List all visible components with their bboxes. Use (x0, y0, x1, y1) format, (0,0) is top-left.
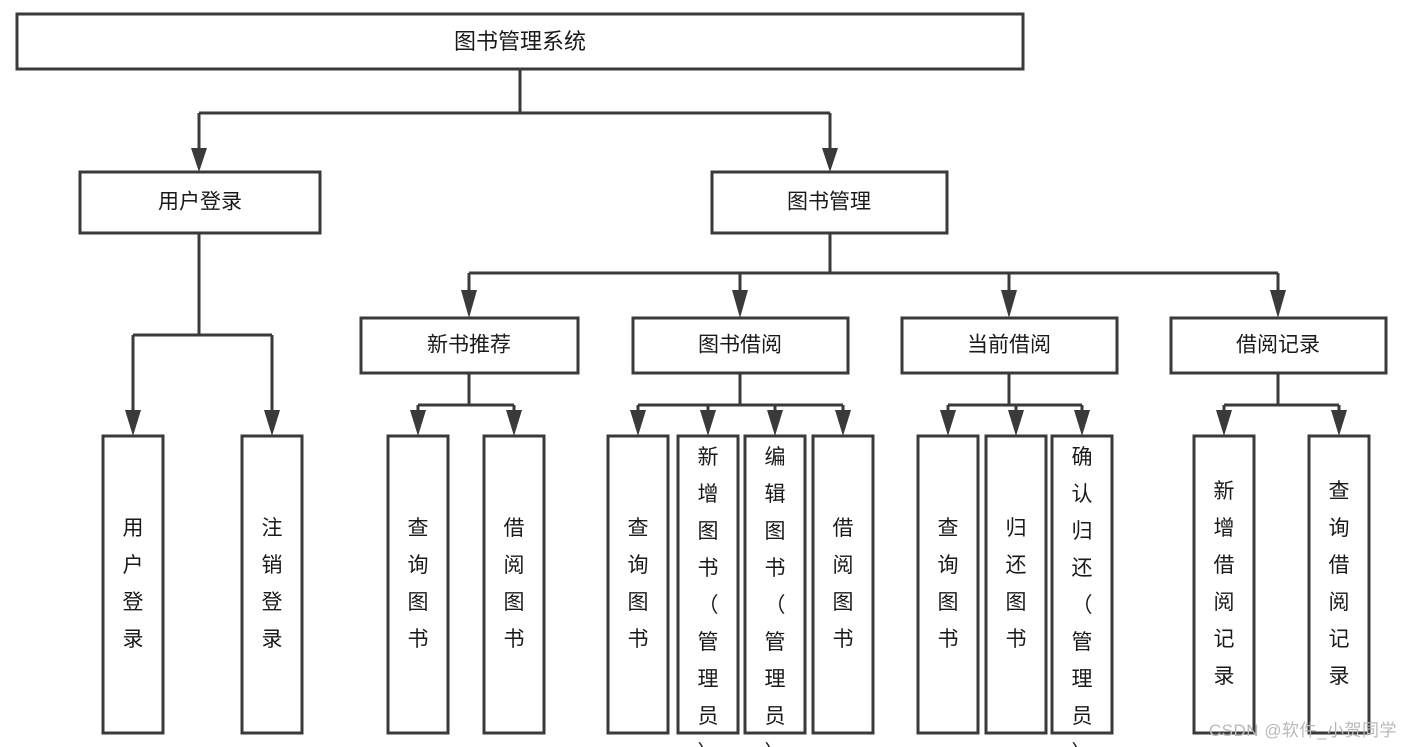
leaf-node-label: 借阅图书 (504, 517, 525, 651)
leaf-node-label: 编辑图书（管理员） (765, 446, 786, 747)
node-borrow-record-box (1169, 316, 1388, 375)
leaf-node-user-login-2[interactable]: 注销登录 (240, 434, 304, 735)
leaf-node-new-book-recommend-2[interactable]: 借阅图书 (482, 434, 546, 735)
leaf-node-label: 查询借阅记录 (1329, 480, 1350, 688)
arrow-head-new-book-leaf-1 (410, 410, 426, 436)
arrow-head-book-borrow-leaf-3 (767, 410, 783, 436)
node-new-book-recommend[interactable]: 新书推荐 (359, 316, 580, 375)
leaf-node-new-book-recommend-1[interactable]: 查询图书 (386, 434, 450, 735)
leaf-node-label: 注销登录 (262, 517, 283, 651)
leaf-node-user-login-1[interactable]: 用户登录 (101, 434, 165, 735)
arrow-head-book-borrow-leaf-1 (630, 410, 646, 436)
node-book-management-box (710, 170, 949, 235)
arrow-head-new-book-leaf-2 (506, 410, 522, 436)
node-user-login-box (78, 170, 322, 235)
node-book-management-label: 图书管理 (787, 191, 871, 214)
leaf-node-current-borrow-3[interactable]: 确认归还（管理员） (1050, 434, 1114, 747)
leaf-node-box (743, 434, 807, 735)
leaf-node-book-borrow-1[interactable]: 查询图书 (606, 434, 670, 735)
leaf-node-box (606, 434, 670, 735)
leaf-node-box (1307, 434, 1371, 735)
node-current-borrow[interactable]: 当前借阅 (900, 316, 1119, 375)
leaf-node-box (101, 434, 165, 735)
watermark-label: CSDN @软件_小贺同学 (1208, 721, 1397, 740)
leaf-node-box (1050, 434, 1114, 735)
leaf-node-label: 新增借阅记录 (1214, 480, 1235, 688)
leaf-node-current-borrow-2[interactable]: 归还图书 (984, 434, 1048, 735)
node-new-book-recommend-label: 新书推荐 (427, 334, 511, 357)
node-book-borrow[interactable]: 图书借阅 (631, 316, 850, 375)
arrow-head-borrow-record-leaf-1 (1216, 410, 1232, 436)
node-book-management[interactable]: 图书管理 (710, 170, 949, 235)
arrow-head-book-manage (822, 148, 838, 172)
arrow-head-current-borrow-leaf-3 (1074, 410, 1090, 436)
leaf-node-box (984, 434, 1048, 735)
leaf-node-label: 借阅图书 (833, 517, 854, 651)
arrow-head-borrow-record-leaf-2 (1331, 410, 1347, 436)
leaf-node-book-borrow-3[interactable]: 编辑图书（管理员） (743, 434, 807, 747)
leaf-node-box (482, 434, 546, 735)
node-root-book-management-system[interactable]: 图书管理系统 (15, 12, 1025, 71)
node-borrow-record[interactable]: 借阅记录 (1169, 316, 1388, 375)
node-book-borrow-label: 图书借阅 (698, 334, 782, 357)
leaf-node-current-borrow-1[interactable]: 查询图书 (916, 434, 980, 735)
leaf-node-label: 查询图书 (938, 517, 959, 651)
node-user-login-label: 用户登录 (158, 191, 242, 214)
node-root-box (15, 12, 1025, 71)
arrow-head-current-borrow-leaf-2 (1008, 410, 1024, 436)
node-book-borrow-box (631, 316, 850, 375)
leaf-nodes: 用户登录 注销登录 查询图书 借阅图书 查询图书 新增图书（管理员） 编辑图书（管理员） 借阅… (101, 434, 1371, 747)
leaf-node-label: 归还图书 (1006, 517, 1027, 651)
arrow-head-user-login-leaf-2 (264, 410, 280, 436)
arrow-head-book-borrow-leaf-4 (835, 410, 851, 436)
leaf-node-label: 新增图书（管理员） (698, 446, 719, 747)
arrow-head-book-borrow (732, 290, 748, 318)
leaf-node-book-borrow-2[interactable]: 新增图书（管理员） (676, 434, 740, 747)
arrow-head-new-book (461, 290, 477, 318)
arrow-head-current-borrow-leaf-1 (940, 410, 956, 436)
leaf-node-borrow-record-1[interactable]: 新增借阅记录 (1192, 434, 1256, 735)
leaf-node-book-borrow-4[interactable]: 借阅图书 (811, 434, 875, 735)
leaf-node-borrow-record-2[interactable]: 查询借阅记录 (1307, 434, 1371, 735)
leaf-node-box (1192, 434, 1256, 735)
arrow-head-user-login (191, 148, 207, 172)
leaf-node-box (240, 434, 304, 735)
node-current-borrow-label: 当前借阅 (967, 334, 1051, 357)
leaf-node-box (916, 434, 980, 735)
node-current-borrow-box (900, 316, 1119, 375)
node-new-book-recommend-box (359, 316, 580, 375)
leaf-node-label: 确认归还（管理员） (1072, 446, 1093, 747)
arrow-head-current-borrow (1001, 290, 1017, 318)
arrow-head-borrow-record (1270, 290, 1286, 318)
arrow-head-user-login-leaf-1 (125, 410, 141, 436)
leaf-node-box (676, 434, 740, 735)
leaf-node-box (386, 434, 450, 735)
leaf-node-label: 用户登录 (123, 517, 144, 651)
node-borrow-record-label: 借阅记录 (1236, 334, 1320, 357)
arrow-head-book-borrow-leaf-2 (700, 410, 716, 436)
node-user-login[interactable]: 用户登录 (78, 170, 322, 235)
node-root-label: 图书管理系统 (454, 29, 586, 54)
leaf-node-label: 查询图书 (408, 517, 429, 651)
leaf-node-box (811, 434, 875, 735)
connectors (125, 69, 1347, 436)
leaf-node-label: 查询图书 (628, 517, 649, 651)
